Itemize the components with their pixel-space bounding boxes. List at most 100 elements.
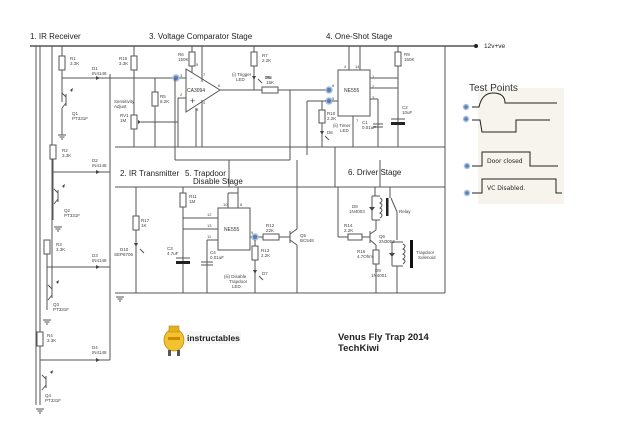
- pin-u3-8: 8: [240, 202, 243, 207]
- r6-name: R6: [178, 52, 184, 57]
- stage-label-trapdoor-disable-2: Disable Stage: [193, 177, 243, 186]
- r9-name: R9: [404, 52, 410, 57]
- led-ray: [258, 275, 264, 281]
- r13-name: R13: [261, 248, 270, 253]
- q6-value: 2N3053: [379, 239, 395, 244]
- r12-value: 22K: [266, 228, 274, 233]
- pin-u1-2: 2: [180, 92, 183, 97]
- c3-name: C3: [167, 246, 173, 251]
- resistor-r11: [179, 192, 187, 208]
- r14-name: R14: [344, 223, 353, 228]
- waveform-4: [472, 178, 562, 194]
- minus-sign: −: [190, 76, 193, 81]
- d4-value: IN4148: [92, 350, 107, 355]
- ic-u2-ne555: [337, 69, 371, 117]
- d9-value: 1N4001: [371, 273, 387, 278]
- ground-symbol: [116, 296, 124, 302]
- r7-name: R7: [262, 53, 268, 58]
- r11-value: 1M: [189, 199, 196, 204]
- instructables-robot-logo: [163, 325, 185, 356]
- c4-name: C4: [210, 250, 216, 255]
- q1-value: PT331F: [72, 116, 88, 121]
- resistor-r16: [372, 249, 380, 265]
- test-point-2b[interactable]: [325, 97, 333, 105]
- led-trigger-label-2: LED: [236, 77, 246, 82]
- resistor-r6: [188, 51, 196, 67]
- stage-label-ir-receiver: 1. IR Receiver: [30, 32, 81, 41]
- rv1-label-2: Adjust: [114, 104, 127, 109]
- tp-marker-3[interactable]: [463, 162, 471, 170]
- r10-value: 2.2K: [327, 116, 336, 121]
- pin-u2-5: 5: [332, 96, 335, 101]
- resistor-r9: [394, 51, 402, 67]
- potentiometer-rv1[interactable]: [130, 114, 138, 130]
- test-point-3[interactable]: [251, 233, 259, 241]
- resistor-r17: [132, 215, 140, 231]
- solenoid-label-1: Trapdoor: [416, 250, 435, 255]
- led-ray: [257, 78, 263, 84]
- u3-name: NE555: [224, 227, 240, 233]
- led-disable-label-1: (iii) Disable: [224, 274, 247, 279]
- pin-u3-12: 12: [207, 212, 212, 217]
- r17-value: 1K: [141, 223, 147, 228]
- q2-name: Q2: [64, 208, 71, 213]
- solenoid-core: [410, 240, 413, 268]
- stage-label-ir-transmitter: 2. IR Transmitter: [120, 169, 179, 178]
- r9-value: 150K: [404, 57, 415, 62]
- opamp-name: CA3094: [187, 88, 205, 94]
- test-point-1[interactable]: [172, 74, 180, 82]
- resistor-r14: [347, 233, 363, 241]
- waveform-1: [472, 92, 557, 108]
- capacitor-c4: [201, 261, 213, 266]
- logo-text-bg: [185, 331, 241, 344]
- diode-d1: [96, 76, 100, 80]
- pin-u1-4: 4: [203, 100, 206, 105]
- transistor-q6: [369, 229, 377, 246]
- d9-name: D9: [375, 268, 381, 273]
- rv1-name: RV1: [120, 113, 129, 118]
- d2-value: IN4148: [92, 163, 107, 168]
- ic-u3-ne555: [217, 207, 251, 251]
- led-timer-label-1: (ii) Timer: [333, 123, 351, 128]
- resistor-r13: [251, 245, 259, 261]
- r1-value: 3.3K: [70, 61, 79, 66]
- d2-name: D2: [92, 158, 98, 163]
- r11-name: R11: [189, 194, 197, 199]
- c1-name: C1: [362, 120, 368, 125]
- pin-u1-5: 5: [196, 62, 199, 67]
- d10-name: D10: [120, 247, 129, 252]
- resistor-r10: [318, 109, 326, 124]
- led-disable-label-2: Trapdoor: [229, 279, 248, 284]
- q2-value: PT331F: [64, 213, 80, 218]
- test-points-title: Test Points: [469, 83, 518, 94]
- pin-u2-14: 14: [355, 64, 360, 69]
- relay-switch[interactable]: [390, 197, 398, 213]
- stage-label-driver: 6. Driver Stage: [348, 168, 402, 177]
- tp-marker-1[interactable]: [462, 103, 470, 111]
- d5-name: D5: [265, 75, 271, 80]
- pin-u3-9: 9: [251, 230, 254, 235]
- r15-value: 3.3K: [119, 61, 128, 66]
- opamp-u1: [185, 68, 221, 113]
- wiper-arrow: [138, 120, 141, 124]
- led-ray: [324, 135, 330, 141]
- transistor-q5: [289, 228, 298, 246]
- relay-label: Relay: [399, 209, 411, 214]
- test-point-2[interactable]: [325, 86, 333, 94]
- pin-u2-2: 2: [372, 84, 375, 89]
- pin-u1-8: 8: [196, 107, 199, 112]
- tp-marker-2[interactable]: [462, 115, 470, 123]
- r8-name: R8: [266, 75, 272, 80]
- q3-name: Q3: [53, 302, 60, 307]
- resistor-r7: [250, 51, 258, 67]
- logo-text[interactable]: instructables: [187, 333, 240, 343]
- r10-name: R10: [327, 111, 336, 116]
- tp-marker-4[interactable]: [463, 189, 471, 197]
- r12-name: R12: [266, 223, 275, 228]
- q5-value: BC548: [300, 238, 314, 243]
- pin-u1-6: 6: [218, 83, 221, 88]
- u2-name: NE555: [344, 88, 360, 94]
- waveform-2: [472, 119, 550, 133]
- led-ray: [139, 248, 145, 254]
- phototransistor-q1: [61, 88, 73, 109]
